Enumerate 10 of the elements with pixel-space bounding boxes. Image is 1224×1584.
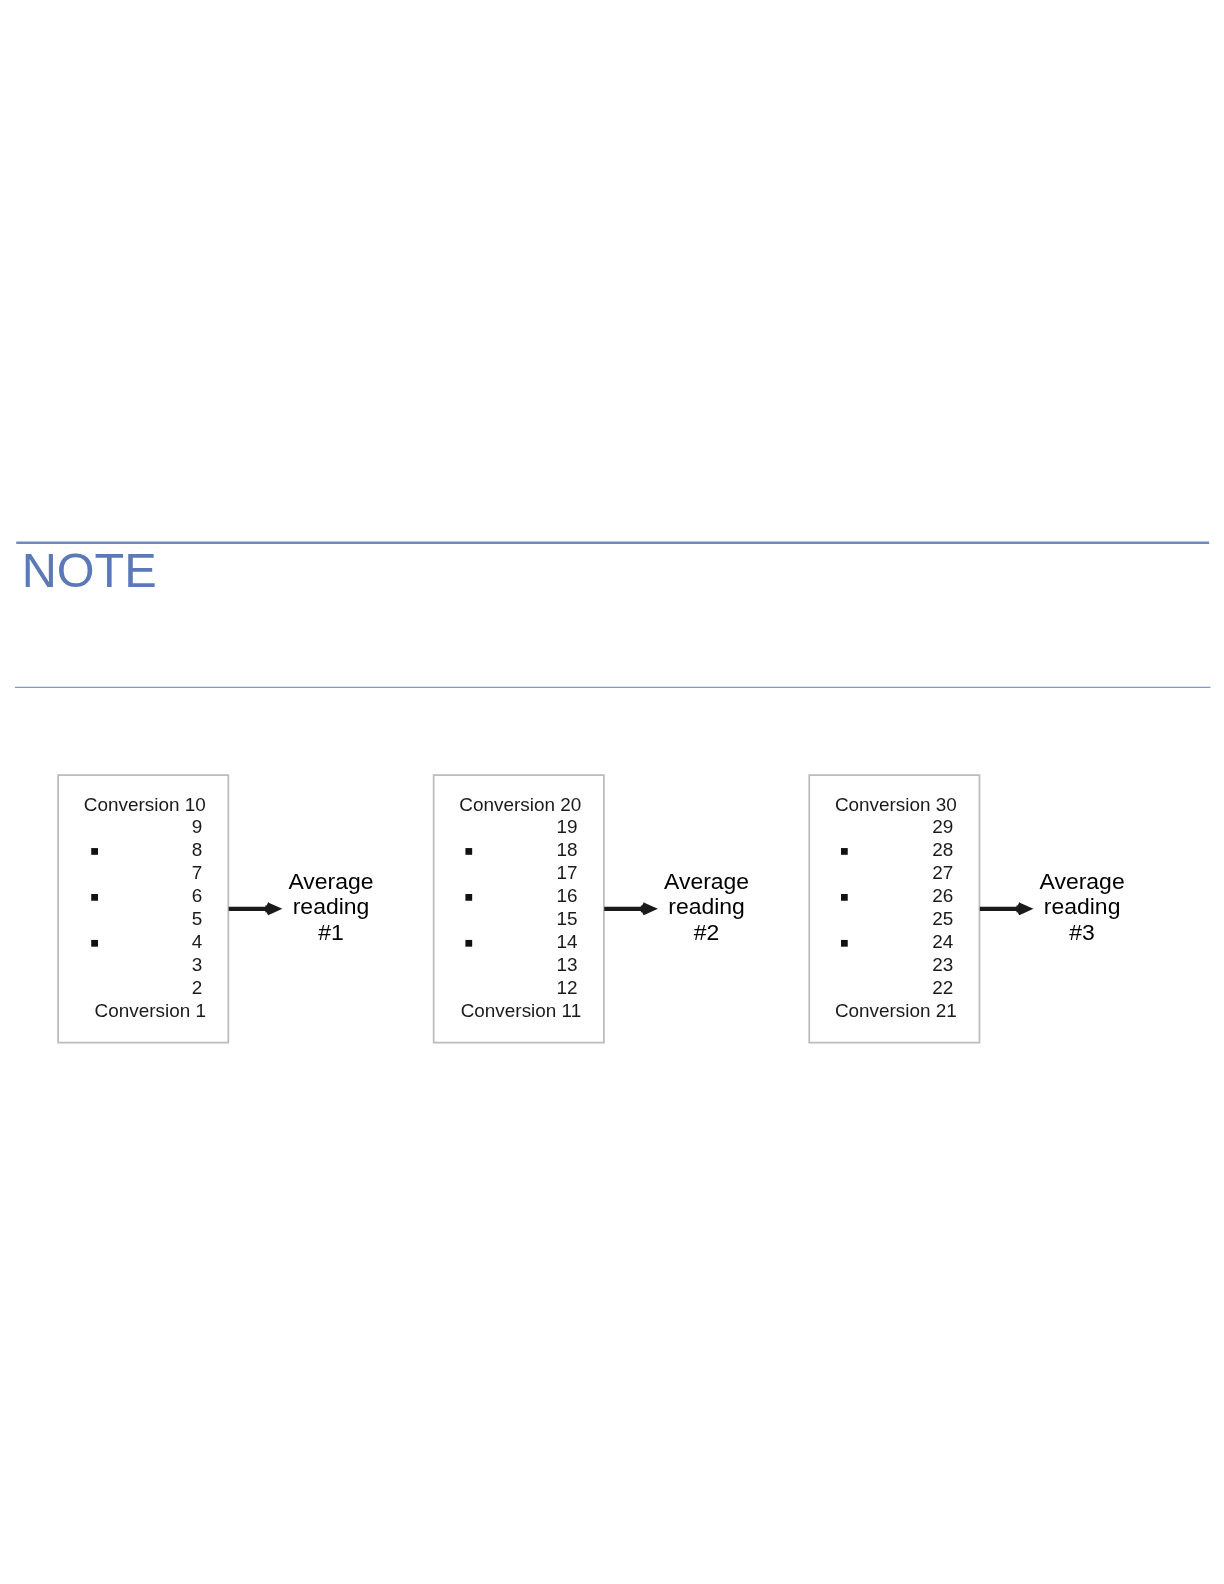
label: NOTE <box>21 543 157 598</box>
node-box: Conversion 10 9 8 7 6 5 4 3 2 Conversion 1 <box>57 774 230 1044</box>
node-text: Average reading #1 <box>288 867 374 946</box>
arrow <box>979 902 1031 916</box>
arrow <box>604 902 656 916</box>
node-box: Conversion 20 19 18 17 16 15 14 13 12 Conversion 11 <box>432 774 605 1044</box>
node-text: Average reading #2 <box>664 867 750 946</box>
node-box: Conversion 30 29 28 27 26 25 24 23 22 Conversion 21 <box>808 774 981 1044</box>
node-text: Average reading #3 <box>1039 867 1125 946</box>
arrow <box>228 902 280 916</box>
